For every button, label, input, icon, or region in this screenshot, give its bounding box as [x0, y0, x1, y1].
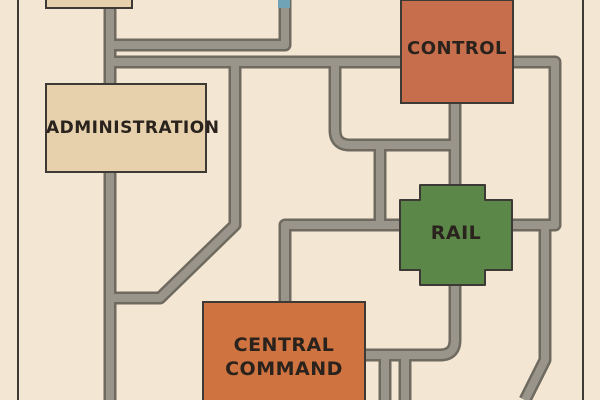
- route-network: [106, 0, 559, 400]
- zone-rail[interactable]: [399, 184, 513, 286]
- zone-central-command-label: CENTRAL COMMAND: [225, 334, 343, 380]
- zone-administration[interactable]: [45, 83, 207, 173]
- zone-central-command[interactable]: [202, 301, 366, 400]
- zone-control[interactable]: [400, 0, 514, 104]
- zone-rail-label: RAIL: [430, 222, 482, 244]
- zone-administration-label: ADMINISTRATION: [46, 118, 220, 138]
- zone-partial-top-left: [45, 0, 133, 9]
- water-accent: [278, 0, 290, 8]
- zone-control-label: CONTROL: [407, 38, 507, 59]
- map-frame: [17, 0, 584, 400]
